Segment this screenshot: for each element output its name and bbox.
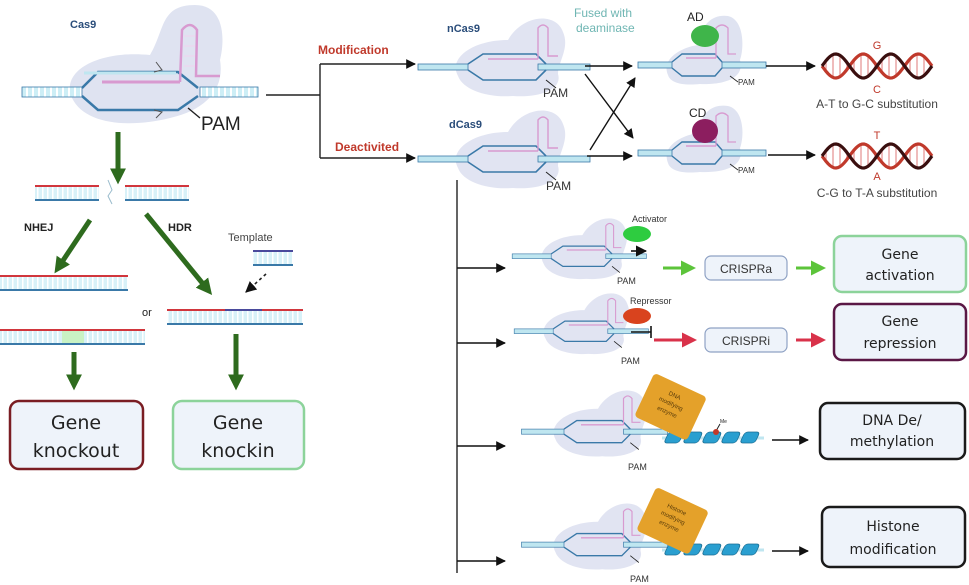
repression-line2: repression — [864, 336, 937, 352]
histone-modifying-enzyme: Histone modifying enzyme — [637, 488, 708, 554]
modification-label: Modification — [318, 43, 389, 57]
activator-label: Activator — [632, 214, 667, 224]
crossing-arrows — [584, 61, 636, 161]
methyl-label: Me — [720, 419, 727, 425]
knockout-line1: Gene — [51, 412, 101, 434]
methylation-line1: DNA De/ — [862, 413, 922, 429]
activator — [623, 226, 651, 242]
cbe-complex — [637, 105, 767, 173]
template-dna — [253, 250, 293, 266]
gene-knockin-box: Gene knockin — [171, 399, 306, 471]
nucleosome — [702, 543, 722, 556]
histone-line1: Histone — [866, 519, 919, 535]
dna-methylation-box: DNA De/ methylation — [818, 401, 967, 461]
methylation-line2: methylation — [850, 434, 934, 450]
dcas9-label: dCas9 — [449, 119, 482, 131]
hdr-label: HDR — [168, 222, 192, 234]
cas9-complex: Cas9 PAM — [21, 5, 259, 135]
hdr-dna — [167, 309, 303, 325]
nucleosome — [740, 431, 760, 444]
knockout-line2: knockout — [33, 440, 120, 462]
abe-bottom-base: C — [873, 84, 881, 96]
ad-deaminase — [691, 25, 719, 47]
dcas9-complex — [417, 109, 591, 190]
abe-caption: A-T to G-C substitution — [816, 97, 938, 111]
nucleosome — [740, 543, 760, 556]
crispri-box: CRISPRi — [704, 327, 788, 353]
crispra-box: CRISPRa — [704, 255, 788, 281]
nucleosome — [721, 543, 741, 556]
dcas9-pam-label: PAM — [546, 179, 571, 193]
cbe-pam-label: PAM — [738, 166, 755, 175]
activation-line1: Gene — [882, 247, 919, 263]
ncas9-pam-label: PAM — [543, 86, 568, 100]
nhej-dna-2 — [0, 329, 145, 345]
nhej-label: NHEJ — [24, 222, 53, 234]
dna-enzyme-line1: DNA — [667, 391, 681, 402]
nucleosome — [721, 431, 741, 444]
cbe-bottom-base: A — [873, 171, 881, 183]
helix-abe — [820, 52, 934, 80]
helix-strand — [820, 52, 934, 80]
crispra-pam-label: PAM — [617, 276, 636, 286]
crispri-label: CRISPRi — [722, 334, 770, 348]
cd-deaminase — [692, 119, 718, 143]
nucleosome-array-1 — [662, 431, 764, 444]
pam-label: PAM — [201, 114, 241, 135]
nhej-dna-1 — [0, 275, 128, 291]
methyl-mark: Me — [713, 419, 727, 435]
abe-top-base: G — [873, 40, 882, 52]
cut-dna — [35, 179, 189, 205]
cd-label: CD — [689, 106, 707, 120]
left-repair-branch: NHEJ HDR Template or — [0, 132, 303, 391]
crispra-complex — [511, 217, 647, 280]
cas9-label: Cas9 — [70, 19, 96, 31]
or-label: or — [142, 307, 152, 319]
template-label: Template — [228, 232, 273, 244]
repressor-label: Repressor — [630, 296, 672, 306]
deactivated-label: Deactivited — [335, 140, 399, 154]
crispri-pam-label: PAM — [621, 356, 640, 366]
application-tree — [456, 180, 506, 573]
knockin-line2: knockin — [201, 440, 274, 462]
crispri-complex — [513, 292, 649, 355]
dna-modifying-enzyme: DNA modifying enzyme — [635, 374, 706, 440]
ncas9-complex — [417, 17, 591, 98]
cbe-caption: C-G to T-A substitution — [817, 186, 938, 200]
activation-line2: activation — [865, 268, 934, 284]
repression-line1: Gene — [882, 314, 919, 330]
histone-modification-box: Histone modification — [820, 505, 967, 569]
gene-repression-box: Gene repression — [832, 302, 968, 362]
ad-label: AD — [687, 10, 704, 24]
methylation-pam-label: PAM — [628, 462, 647, 472]
cbe-top-base: T — [874, 130, 881, 142]
abe-complex — [637, 15, 767, 85]
gene-activation-box: Gene activation — [832, 234, 968, 294]
fused-line1: Fused with — [574, 6, 632, 20]
repressor — [623, 308, 651, 324]
fused-line2: deaminase — [576, 21, 635, 35]
crispra-label: CRISPRa — [720, 262, 772, 276]
histone-pam-label: PAM — [630, 574, 649, 584]
helix-strand — [820, 142, 934, 170]
nucleosome — [702, 431, 722, 444]
branch-connector — [266, 59, 416, 163]
gene-knockout-box: Gene knockout — [8, 399, 145, 471]
histone-line2: modification — [850, 542, 937, 558]
helix-cbe — [820, 142, 934, 170]
ncas9-label: nCas9 — [447, 23, 480, 35]
abe-pam-label: PAM — [738, 78, 755, 87]
knockin-line1: Gene — [213, 412, 263, 434]
